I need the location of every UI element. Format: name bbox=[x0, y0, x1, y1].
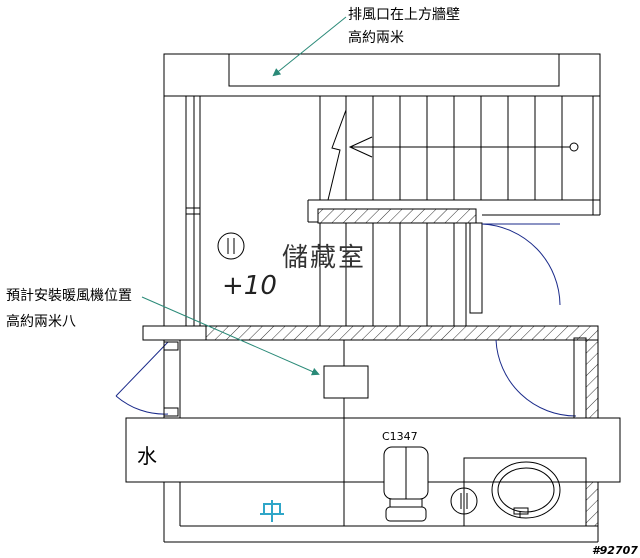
appliance-model-label: C1347 bbox=[382, 430, 418, 443]
right-wall-hatch bbox=[585, 339, 599, 419]
right-door bbox=[495, 337, 587, 419]
room-level-label: +10 bbox=[222, 271, 277, 301]
middle-wall-hatch bbox=[205, 325, 599, 341]
right-wall-hatch-lower bbox=[585, 481, 599, 527]
faucet-icon bbox=[260, 500, 284, 522]
storage-door bbox=[469, 222, 561, 314]
vent-beam bbox=[228, 53, 560, 87]
heater-leader-line bbox=[141, 296, 320, 376]
outlet-symbol-upper bbox=[217, 232, 245, 260]
heater-annotation-line2: 高約兩米八 bbox=[6, 314, 76, 330]
stair-landing-beam bbox=[317, 208, 477, 224]
drawing-number-label: #92707 bbox=[592, 544, 638, 557]
middle-wall-ledge bbox=[142, 325, 207, 341]
wash-basin bbox=[463, 457, 587, 527]
vent-leader-line bbox=[272, 16, 347, 77]
water-label: 水 bbox=[137, 444, 157, 468]
room-name-label: 儲藏室 bbox=[282, 243, 367, 273]
heater-position-box bbox=[323, 365, 369, 399]
water-heater-appliance bbox=[383, 446, 429, 522]
left-door bbox=[115, 341, 179, 417]
staircase-upper bbox=[307, 96, 600, 222]
vent-annotation-line2: 高約兩米 bbox=[348, 30, 404, 46]
heater-annotation-line1: 預計安裝暖風機位置 bbox=[6, 288, 132, 304]
vent-annotation-line1: 排風口在上方牆壁 bbox=[348, 7, 460, 23]
